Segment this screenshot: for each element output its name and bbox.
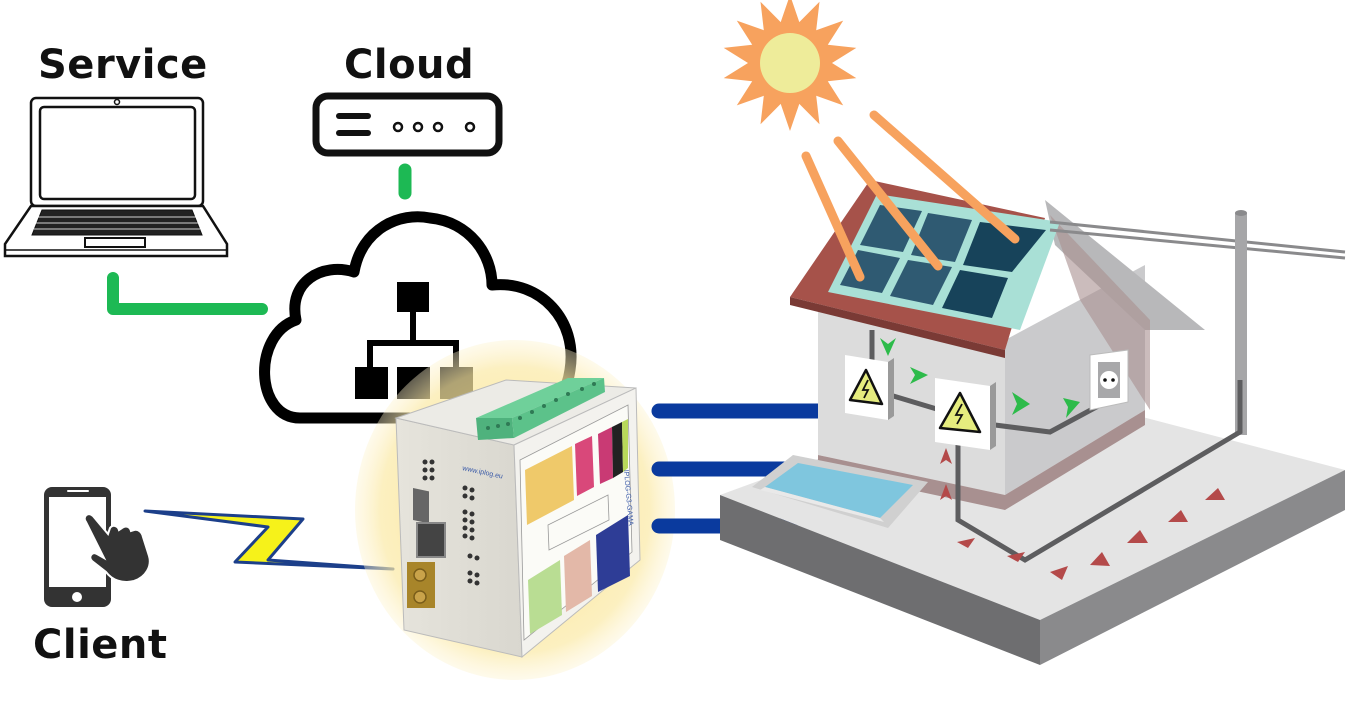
sun-ray-1 (801, 151, 865, 282)
service-label: Service (38, 42, 208, 88)
server-icon[interactable] (312, 92, 503, 157)
cloud-label: Cloud (344, 42, 475, 88)
sun-ray-3 (869, 110, 1020, 244)
energy-flow-arrows-green (880, 338, 1080, 418)
model-text: IPLOG-G3-GAMA (622, 470, 634, 527)
sun-icon (723, 0, 1020, 282)
iplog-gateway-device[interactable]: www.iplog.eu IPLOG-G3-GAMA (355, 340, 675, 680)
power-socket-icon (1089, 349, 1129, 411)
energy-flow-arrows-red (940, 448, 1225, 580)
warning-box-2 (935, 378, 996, 450)
smartphone-touch-icon[interactable] (44, 487, 151, 607)
laptop-icon[interactable] (3, 96, 229, 258)
client-label: Client (33, 622, 168, 668)
solar-house-icon[interactable] (720, 180, 1346, 665)
warning-box-1 (845, 355, 894, 420)
service-link (107, 272, 268, 315)
swimming-pool (752, 455, 928, 528)
sun-ray-2 (833, 136, 943, 271)
